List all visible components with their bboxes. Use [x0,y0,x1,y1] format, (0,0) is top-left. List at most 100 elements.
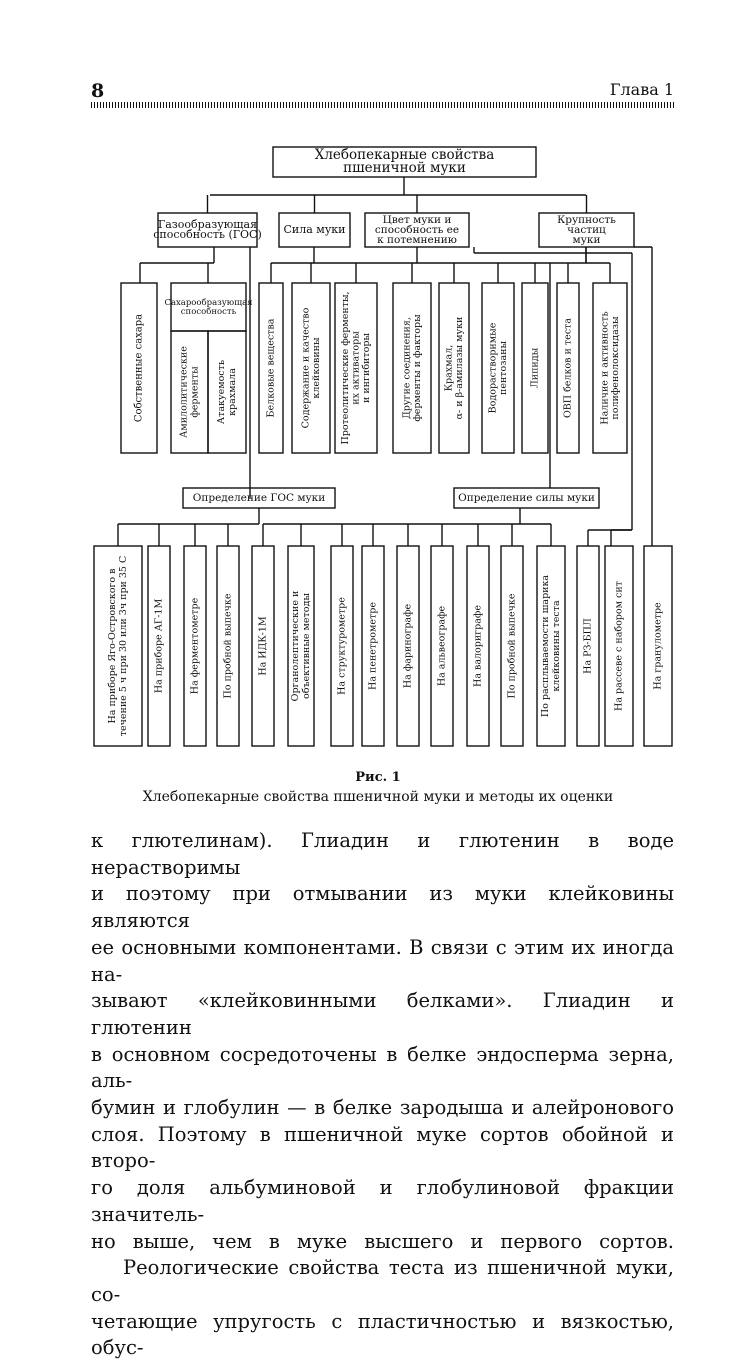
box-label: Крахмал, [443,345,454,392]
page-number: 8 [91,80,105,102]
strength-factor-box [291,282,331,454]
box-label: и ингибиторы [361,333,372,403]
box-label: их активаторы [351,331,362,405]
text-line: четающие упругость с пластичностью и вяз… [91,1309,674,1360]
strength-method-box [251,545,275,747]
text-line: бумин и глобулин — в белке зародыша и ал… [91,1096,674,1120]
strength-method-box [466,545,490,747]
text-line: ее основными компонентами. В связи с эти… [91,935,674,986]
chapter-title: Глава 1 [609,80,674,99]
box-label: к потемнению [377,234,457,246]
box-label: пентозаны [498,341,509,395]
strength-method-box [500,545,524,747]
box-label: На фаринографе [403,603,414,688]
box-label: Протеолитические ферменты, [340,291,351,444]
strength-method-box [287,545,315,747]
gos-method-box [183,545,207,747]
strength-factor-box [438,282,470,454]
box-label: На альвеографе [437,605,448,686]
text-line: в основном сосредоточены в белке эндоспе… [91,1042,674,1093]
box-label: Определение ГОС муки [193,492,326,504]
box-label: Сила муки [283,223,345,236]
box-label: На валориграфе [473,605,484,687]
strength-method-box [396,545,420,747]
box-label: ферменты и факторы [412,314,423,422]
other-method-box [604,545,634,747]
box-label: На рассеве с набором сит [614,581,625,711]
strength-factor-box [556,282,580,454]
box-label: Другие соединения, [401,317,412,419]
strength-methods-header [453,487,600,509]
strength-factor-box [392,282,432,454]
gos-method-box [147,545,171,747]
box-label: ферменты [190,366,201,418]
strength-factor-box [521,282,549,454]
box-label: клейковины [311,337,322,399]
gos-method-box [216,545,240,747]
strength-method-box [361,545,385,747]
strength-method-box [536,545,566,747]
box-label: На структурометре [337,597,348,695]
box-label: Белковые вещества [266,318,277,417]
strength-factor-box [481,282,515,454]
header-rule [91,102,674,108]
text-line: зывают «клейковинными белками». Глиадин … [91,989,674,1039]
starch-box [207,330,247,454]
box-label: По пробной выпечке [223,593,234,698]
box-label: Атакуемость [216,360,227,424]
box-label: На РЗ-БПЛ [583,618,594,674]
text-line: Реологические свойства теста из пшенично… [91,1256,674,1306]
box-label: пшеничной муки [343,160,466,176]
text-line: но выше, чем в муке высшего и первого со… [91,1229,674,1253]
text-line: к глютелинам). Глиадин и глютенин в воде… [91,829,674,879]
gos-method-box [93,545,143,747]
other-method-box [643,545,673,747]
box-label: способность (ГОС) [153,228,262,241]
box-label: На приборе АГ-1М [154,599,165,694]
box-label: способность ее [375,224,459,236]
box-label: Органолептические и [290,591,301,702]
text-line: го доля альбуминовой и глобулиновой фрак… [91,1176,674,1226]
box-label: объективные методы [301,593,312,699]
box-label: Крупность [557,214,616,226]
box-label: Сахарообразующая [164,297,252,308]
box-label: муки [573,234,601,246]
box-label: способность [181,306,237,317]
box-label: Наличие и активность [599,311,610,424]
box-label: Липиды [530,347,541,388]
box-label: На пенетрометре [368,602,379,690]
category-box [157,212,258,248]
box-label: По расплываемости шарика [540,575,551,718]
box-label: частиц [567,224,606,236]
box-label: крахмала [227,368,238,416]
box-label: течение 5 ч при 30 или 3ч при 35 С [118,556,129,737]
strength-method-box [330,545,354,747]
paragraph-1: к глютелинам). Глиадин и глютенин в воде… [91,828,674,1255]
other-method-box [576,545,600,747]
box-label: Амилолитические [179,346,190,438]
box-label: На приборе Яго-Островского в [107,568,118,723]
text-line: слоя. Поэтому в пшеничной муке сортов об… [91,1122,674,1173]
box-label: Хлебопекарные свойства [315,147,495,163]
box-label: Содержание и качество [300,307,311,428]
text-line: и поэтому при отмывании из муки клейкови… [91,882,674,933]
sugar-box [120,282,158,454]
box-label: На ИДК-1М [258,616,269,676]
box-label: По пробной выпечке [507,593,518,698]
box-label: ОВП белков и теста [563,318,574,418]
box-label: Определение силы муки [458,492,595,504]
figure-number: Рис. 1 [355,770,401,785]
figure-caption: Хлебопекарные свойства пшеничной муки и … [142,789,614,805]
box-label: Газообразующая [158,218,257,231]
box-label: клейковины теста [551,600,562,692]
box-label: α- и β-амилазы муки [454,317,465,420]
box-label: полифенолоксидазы [610,316,621,420]
box-label: Собственные сахара [134,314,145,422]
strength-factor-box [258,282,284,454]
strength-factor-box [592,282,628,454]
box-label: Водорастворимые [487,322,498,413]
box-label: На гранулометре [653,602,664,690]
paragraph-2: Реологические свойства теста из пшенично… [91,1255,674,1362]
box-label: Цвет муки и [383,214,452,226]
